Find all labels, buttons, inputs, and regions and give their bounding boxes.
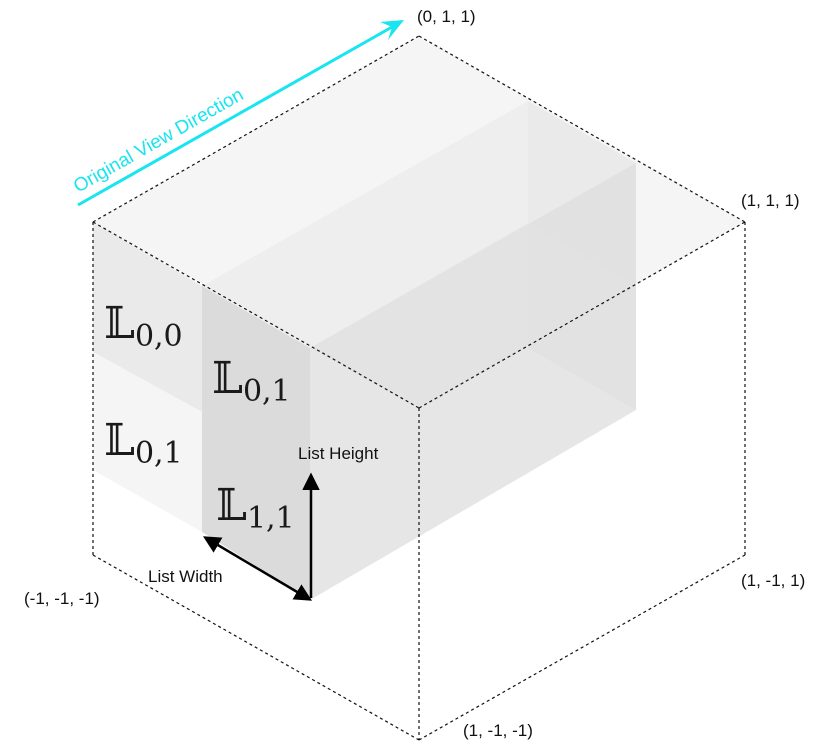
cube-wireframe [92, 35, 746, 741]
corner-label-right-lower: (1, -1, 1) [741, 571, 805, 590]
block-label-l01-inner: 𝕃0,1 [212, 353, 291, 409]
list-height-label: List Height [298, 444, 379, 463]
cube-front-top-right [418, 221, 746, 409]
list-width-arrow [202, 536, 313, 601]
cube-top-edge-right [418, 35, 746, 223]
block-label-l00: 𝕃0,0 [104, 298, 183, 354]
list-width-label: List Width [148, 567, 223, 586]
corner-label-bottom-front: (1, -1, -1) [463, 721, 533, 740]
block-label-l01-lower: 𝕃0,1 [104, 415, 183, 471]
cube-top-edge-left [92, 35, 420, 223]
inner-column-front [202, 286, 310, 600]
cube-bottom-right [418, 554, 746, 741]
block-label-l11: 𝕃1,1 [216, 480, 295, 536]
back-column [202, 101, 636, 348]
corner-label-top-right: (1, 1, 1) [741, 191, 800, 210]
view-direction-line [77, 25, 393, 207]
dimension-arrows [202, 472, 320, 601]
cube-bottom-left [92, 554, 420, 741]
lower-left-face [93, 352, 202, 532]
view-direction-arrowhead [380, 20, 404, 40]
corner-label-top-back: (0, 1, 1) [417, 7, 476, 26]
cube-front-top-left [92, 221, 420, 409]
right-band [310, 223, 636, 408]
upper-left-face [93, 222, 202, 412]
corner-label-left-lower: (-1, -1, -1) [24, 589, 100, 608]
